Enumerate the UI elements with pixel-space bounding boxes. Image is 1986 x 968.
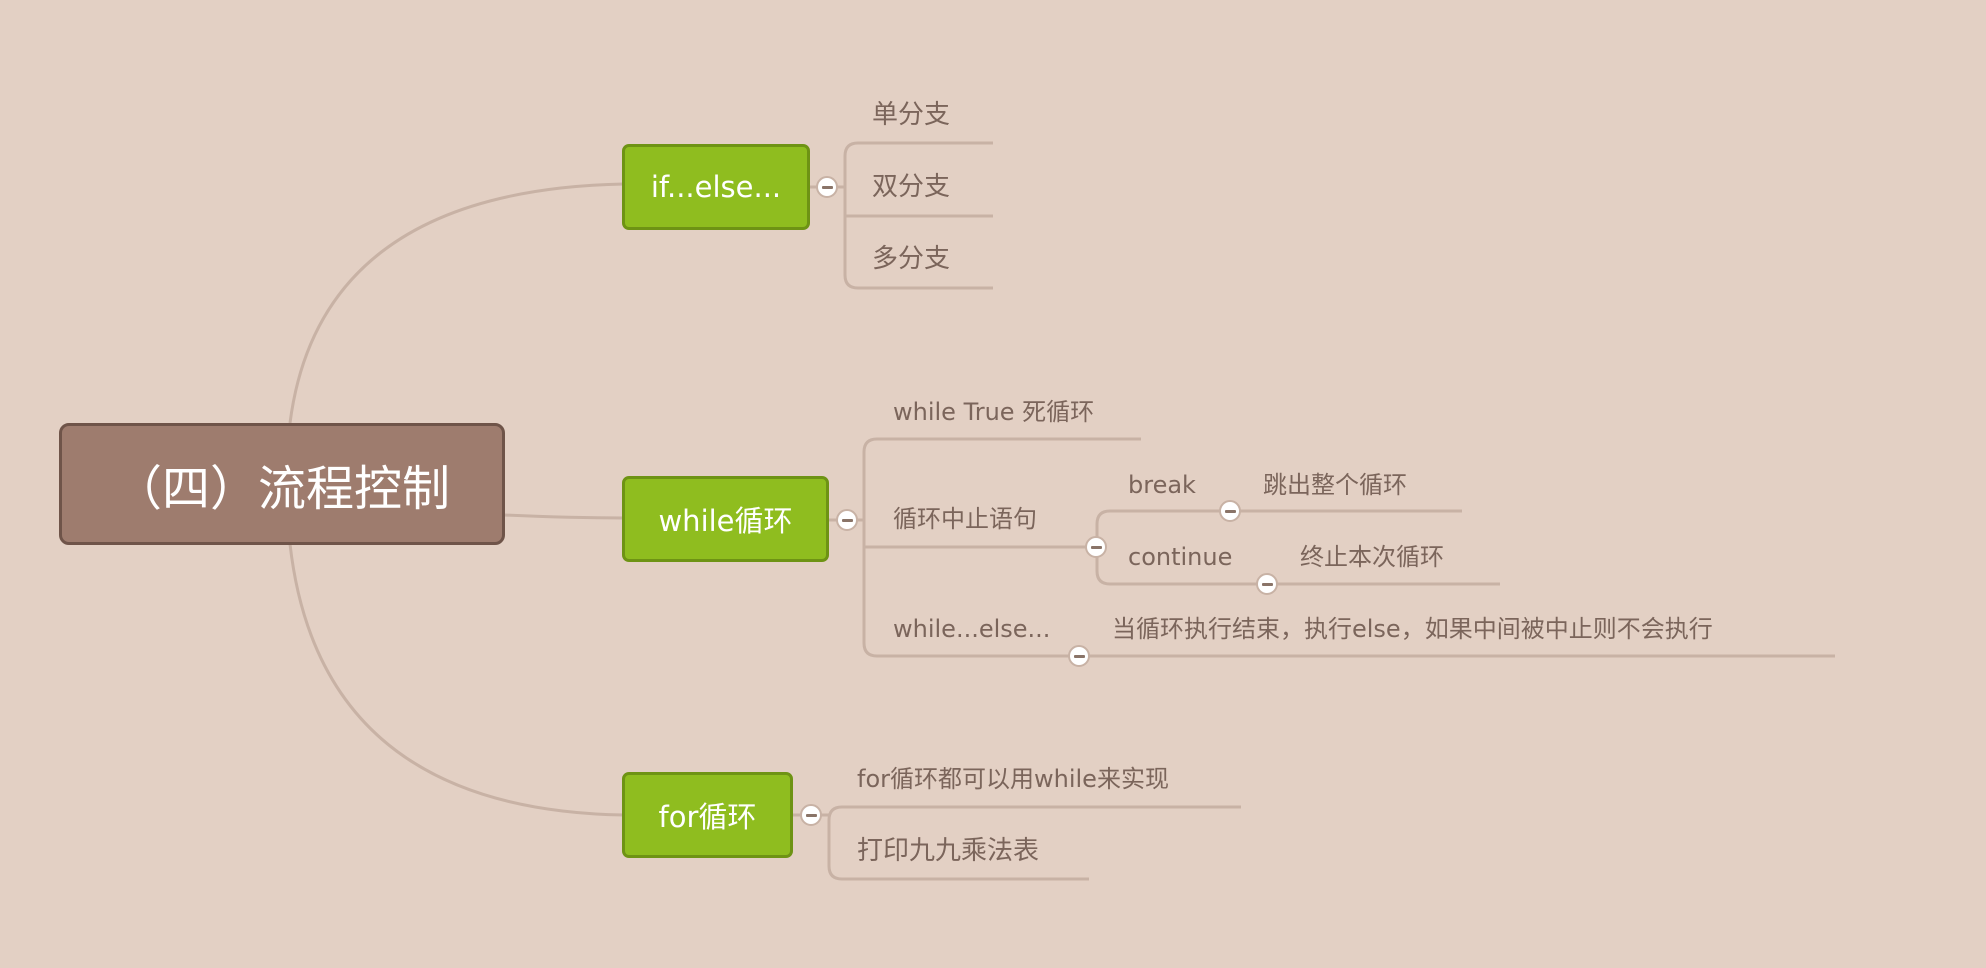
collapse-ifelse-icon[interactable] (816, 176, 838, 198)
branch-for-label: for循环 (658, 800, 757, 834)
collapse-while-else-icon[interactable] (1068, 645, 1090, 667)
branch-while[interactable]: while循环 (622, 476, 829, 562)
leaf-break[interactable]: break (1128, 471, 1196, 499)
collapse-continue-icon[interactable] (1256, 573, 1278, 595)
leaf-dead-loop[interactable]: while True 死循环 (893, 398, 1095, 426)
leaf-continue[interactable]: continue (1128, 543, 1233, 571)
branch-ifelse[interactable]: if...else... (622, 144, 810, 230)
leaf-continue-desc[interactable]: 终止本次循环 (1300, 543, 1444, 571)
leaf-multi-branch[interactable]: 多分支 (872, 244, 951, 274)
branch-for[interactable]: for循环 (622, 772, 793, 858)
collapse-while-icon[interactable] (836, 509, 858, 531)
root-label: （四）流程控制 (113, 461, 450, 517)
collapse-interrupt-icon[interactable] (1085, 536, 1107, 558)
leaf-break-desc[interactable]: 跳出整个循环 (1263, 471, 1407, 499)
link-root-for (288, 543, 625, 817)
leaf-while-else-desc[interactable]: 当循环执行结束，执行else，如果中间被中止则不会执行 (1112, 615, 1713, 643)
leaf-multiplication-table[interactable]: 打印九九乘法表 (857, 836, 1040, 866)
leaf-interrupt[interactable]: 循环中止语句 (893, 505, 1037, 533)
collapse-break-icon[interactable] (1219, 500, 1241, 522)
branch-ifelse-label: if...else... (650, 170, 782, 204)
leaf-for-note[interactable]: for循环都可以用while来实现 (857, 765, 1169, 793)
branch-while-label: while循环 (658, 504, 793, 538)
link-root-ifelse (288, 182, 625, 424)
leaf-while-else[interactable]: while...else... (893, 615, 1051, 643)
leaf-single-branch[interactable]: 单分支 (872, 100, 951, 130)
link-root-while (503, 513, 625, 520)
root-node[interactable]: （四）流程控制 (59, 423, 505, 545)
leaf-double-branch[interactable]: 双分支 (872, 172, 951, 202)
collapse-for-icon[interactable] (800, 804, 822, 826)
